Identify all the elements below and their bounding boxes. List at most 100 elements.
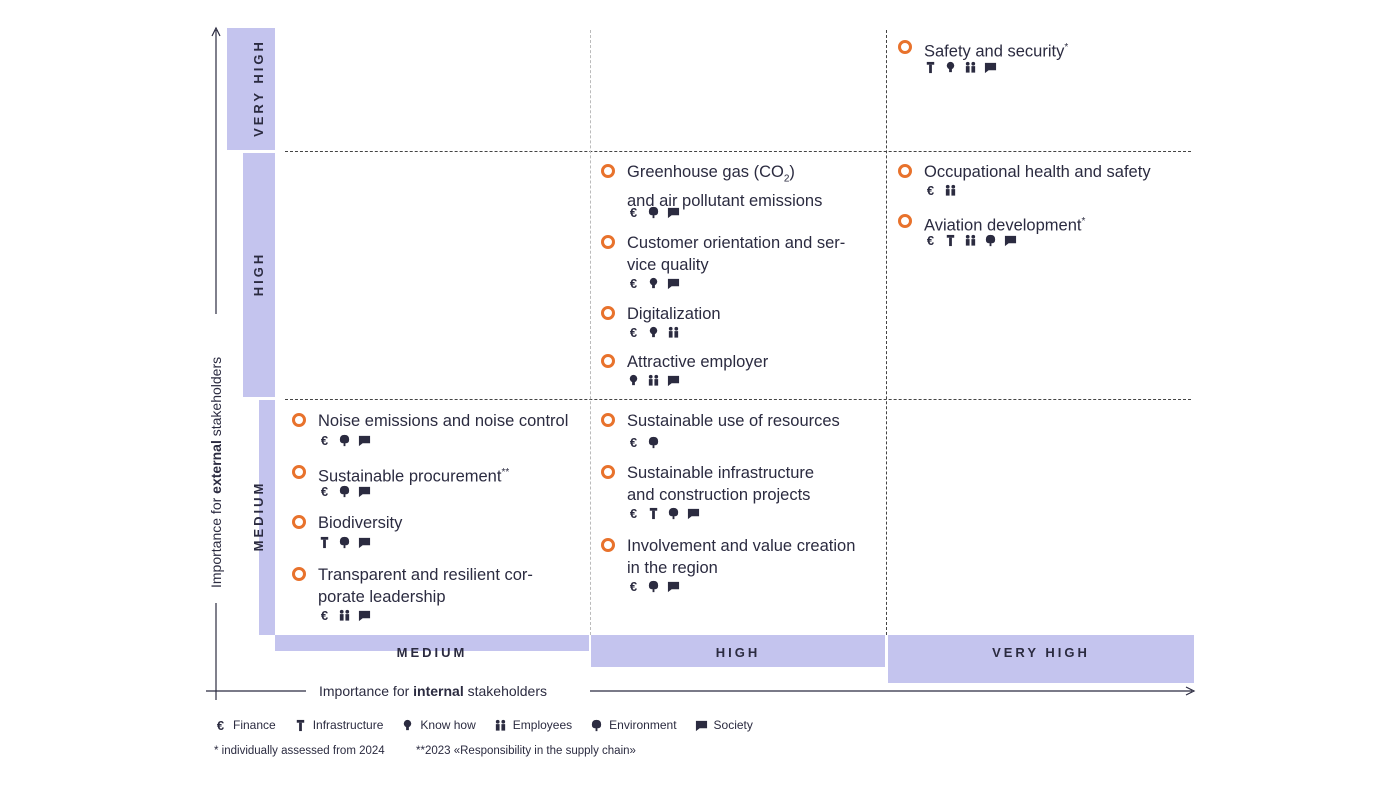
grid-line-h2 bbox=[285, 399, 1191, 400]
environment-icon bbox=[338, 536, 351, 549]
finance-icon bbox=[627, 277, 640, 290]
topic-marker bbox=[601, 235, 615, 249]
society-icon bbox=[667, 277, 680, 290]
finance-icon bbox=[627, 580, 640, 593]
environment-icon bbox=[338, 434, 351, 447]
society-icon bbox=[667, 206, 680, 219]
legend-label: Society bbox=[713, 718, 753, 732]
legend-label: Know how bbox=[420, 718, 476, 732]
employees-icon bbox=[667, 326, 680, 339]
y-band-high bbox=[243, 153, 275, 397]
society-icon bbox=[984, 61, 997, 74]
topic-icons bbox=[627, 206, 680, 219]
topic-marker bbox=[898, 164, 912, 178]
topic-title: Noise emissions and noise control bbox=[318, 412, 569, 430]
finance-icon bbox=[627, 507, 640, 520]
employees-icon bbox=[647, 374, 660, 387]
finance-icon bbox=[318, 485, 331, 498]
x-band-high bbox=[591, 635, 885, 667]
topic-marker bbox=[601, 306, 615, 320]
legend-label: Infrastructure bbox=[312, 718, 384, 732]
finance-icon bbox=[627, 326, 640, 339]
legend-environment: Environment bbox=[590, 718, 677, 732]
topic-marker bbox=[601, 413, 615, 427]
topic-marker bbox=[601, 465, 615, 479]
legend-label: Employees bbox=[512, 718, 573, 732]
topic-title: Greenhouse gas (CO2) and air pollutant e… bbox=[627, 163, 823, 211]
finance-icon bbox=[318, 609, 331, 622]
x-level-high: HIGH bbox=[715, 645, 761, 660]
topic-title: Involvement and value creation in the re… bbox=[627, 537, 856, 577]
society-icon bbox=[667, 374, 680, 387]
x-level-very-high: VERY HIGH bbox=[992, 645, 1090, 660]
grid-line-v2 bbox=[886, 30, 887, 635]
finance-icon bbox=[924, 234, 937, 247]
topic-icons bbox=[318, 609, 371, 622]
legend-society: Society bbox=[695, 718, 753, 732]
finance-icon bbox=[924, 184, 937, 197]
x-band-medium bbox=[275, 635, 589, 651]
y-band-medium bbox=[259, 400, 275, 635]
employees-icon bbox=[944, 184, 957, 197]
topic-icons bbox=[318, 536, 371, 549]
legend-finance: Finance bbox=[214, 718, 276, 732]
society-icon bbox=[695, 719, 708, 732]
y-level-very-high: VERY HIGH bbox=[251, 39, 266, 137]
topic-title: Safety and security* bbox=[924, 42, 1069, 61]
legend-knowhow: Know how bbox=[401, 718, 476, 732]
finance-icon bbox=[318, 434, 331, 447]
knowhow-icon bbox=[647, 277, 660, 290]
environment-icon bbox=[590, 719, 603, 732]
topic-icons bbox=[318, 485, 371, 498]
finance-icon bbox=[627, 436, 640, 449]
infrastructure-icon bbox=[318, 536, 331, 549]
legend-infrastructure: Infrastructure bbox=[294, 718, 384, 732]
topic-marker bbox=[898, 40, 912, 54]
environment-icon bbox=[647, 580, 660, 593]
y-level-medium: MEDIUM bbox=[251, 480, 266, 552]
topic-title: Sustainable infrastructure and construct… bbox=[627, 464, 815, 504]
finance-icon bbox=[214, 719, 227, 732]
topic-marker bbox=[601, 164, 615, 178]
footnote-single: * individually assessed from 2024 bbox=[214, 745, 385, 757]
society-icon bbox=[358, 434, 371, 447]
y-axis-title: Importance for external stakeholders bbox=[208, 356, 224, 588]
society-icon bbox=[687, 507, 700, 520]
topic-title: Attractive employer bbox=[627, 353, 769, 371]
topic-marker bbox=[292, 413, 306, 427]
topic-icons bbox=[924, 234, 1017, 247]
environment-icon bbox=[338, 485, 351, 498]
topic-icons bbox=[627, 507, 700, 520]
y-band-very-high bbox=[227, 28, 275, 150]
topic-title: Sustainable procurement** bbox=[318, 467, 510, 486]
x-axis-title: Importance for internal stakeholders bbox=[319, 683, 548, 699]
topic-marker bbox=[292, 567, 306, 581]
topic-title: Biodiversity bbox=[318, 514, 403, 532]
infrastructure-icon bbox=[924, 61, 937, 74]
finance-icon bbox=[627, 206, 640, 219]
knowhow-icon bbox=[627, 374, 640, 387]
topic-marker bbox=[898, 214, 912, 228]
environment-icon bbox=[667, 507, 680, 520]
topic-icons bbox=[924, 184, 957, 197]
employees-icon bbox=[964, 61, 977, 74]
society-icon bbox=[358, 536, 371, 549]
environment-icon bbox=[647, 436, 660, 449]
topic-title: Customer orientation and ser- vice quali… bbox=[627, 234, 846, 274]
knowhow-icon bbox=[401, 719, 414, 732]
legend: Finance Infrastructure Know how Employee… bbox=[214, 718, 753, 732]
x-level-medium: MEDIUM bbox=[396, 645, 468, 660]
legend-label: Finance bbox=[233, 718, 276, 732]
topic-icons bbox=[318, 434, 371, 447]
infrastructure-icon bbox=[647, 507, 660, 520]
topic-icons bbox=[924, 61, 997, 74]
topic-marker bbox=[601, 354, 615, 368]
society-icon bbox=[358, 485, 371, 498]
topic-title: Digitalization bbox=[627, 305, 721, 323]
society-icon bbox=[358, 609, 371, 622]
topic-icons bbox=[627, 277, 680, 290]
knowhow-icon bbox=[944, 61, 957, 74]
topic-title: Aviation development* bbox=[924, 216, 1086, 235]
topic-icons bbox=[627, 436, 660, 449]
topic-icons bbox=[627, 580, 680, 593]
